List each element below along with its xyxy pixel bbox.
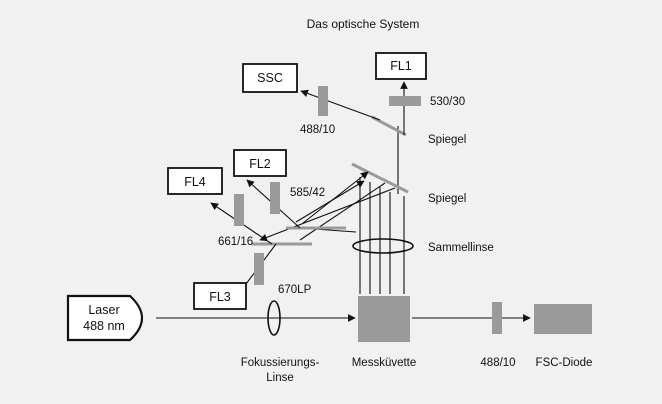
label-488-10-fsc: 488/10 — [480, 357, 515, 369]
measurement-cuvette — [358, 296, 410, 342]
beam-return-a — [295, 180, 365, 223]
label-fokussierungs: Fokussierungs- — [241, 357, 320, 369]
fl3-label: FL3 — [209, 290, 231, 304]
fsc-diode — [534, 304, 592, 334]
beam-reflect-c — [299, 182, 386, 241]
label-messkuevette: Messküvette — [352, 357, 417, 369]
label-sammellinse: Sammellinse — [428, 242, 494, 254]
laser-source: Laser 488 nm — [66, 294, 144, 342]
fl4-detector — [167, 167, 223, 195]
fl1-label: FL1 — [390, 59, 412, 73]
label-661-16: 661/16 — [218, 236, 253, 248]
laser-label: Laser — [88, 303, 119, 317]
focusing-lens — [267, 300, 281, 336]
filter-488-ssc — [318, 86, 328, 116]
mirror-lower — [351, 162, 409, 194]
filter-530-30 — [389, 96, 421, 106]
label-spiegel-upper: Spiegel — [428, 134, 466, 146]
fl1-detector — [375, 52, 427, 80]
fl4-label: FL4 — [184, 175, 206, 189]
label-670lp: 670LP — [278, 284, 312, 296]
label-585-42: 585/42 — [290, 187, 325, 199]
collection-beams — [359, 126, 405, 294]
laser-wavelength: 488 nm — [83, 319, 125, 333]
ssc-detector — [242, 63, 298, 93]
filter-670lp — [254, 253, 264, 285]
label-530-30: 530/30 — [430, 96, 465, 108]
mirror-upper — [371, 115, 407, 137]
diagram-title: Das optische System — [307, 17, 420, 31]
beam-reflect-a — [302, 171, 369, 224]
filter-661-16 — [234, 194, 244, 226]
fl2-label: FL2 — [249, 157, 271, 171]
beam-to-ssc — [300, 89, 381, 121]
label-488-10-ssc: 488/10 — [300, 124, 335, 136]
ssc-label: SSC — [257, 71, 283, 85]
label-linse: Linse — [266, 372, 294, 384]
label-spiegel-lower: Spiegel — [428, 193, 466, 205]
fl2-detector — [233, 149, 287, 177]
filter-488-fsc — [492, 302, 502, 334]
beam-reflect-d — [259, 187, 396, 242]
label-fsc-diode: FSC-Diode — [536, 357, 593, 369]
fl3-detector — [193, 282, 247, 310]
collecting-lens — [352, 238, 414, 254]
filter-585-42 — [270, 182, 280, 214]
